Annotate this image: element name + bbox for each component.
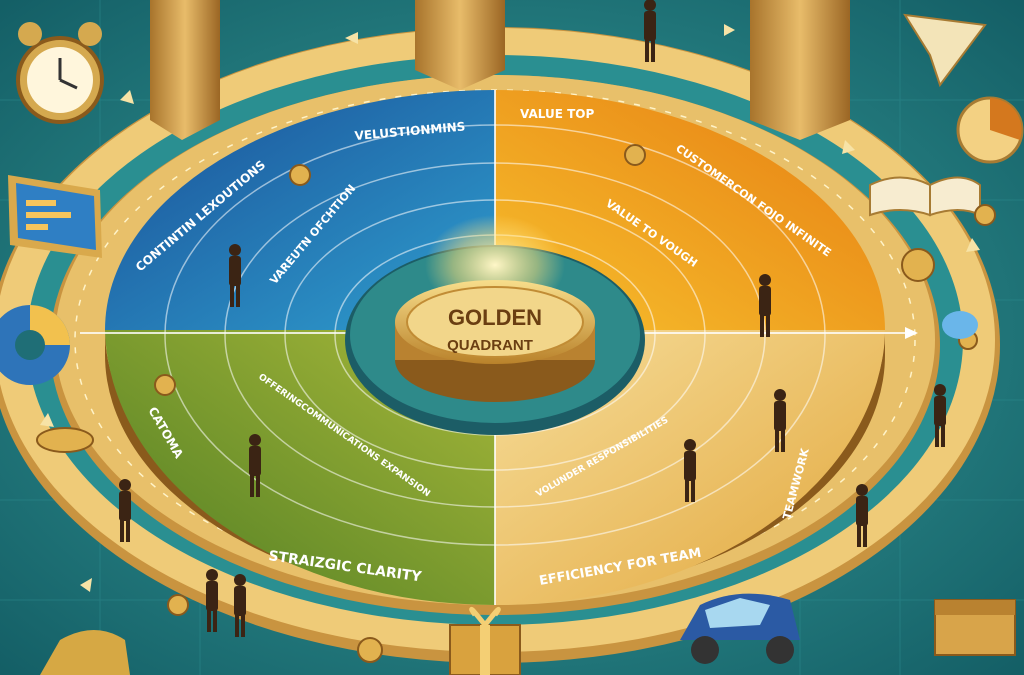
ring-arrows xyxy=(40,24,980,592)
book-icon xyxy=(869,176,981,217)
paper-plane-icon xyxy=(903,13,987,88)
center-title-line1: GOLDEN xyxy=(448,305,542,330)
divider-arrow-right xyxy=(905,327,918,339)
coin-icon xyxy=(36,144,996,663)
center-title-line2: QUADRANT xyxy=(447,337,533,354)
blue-dot xyxy=(942,311,978,339)
monitor-chart-icon xyxy=(8,175,102,258)
person-icon xyxy=(119,0,946,637)
golden-medallion xyxy=(395,280,595,402)
quadrant-top-right-outer: VALUE TOP xyxy=(520,107,594,121)
alarm-clock-icon xyxy=(16,22,104,124)
pie-chart-icon xyxy=(0,305,70,385)
briefcase-chest-icon xyxy=(934,599,1016,656)
gift-box-icon xyxy=(449,606,521,675)
building-icon xyxy=(150,0,850,140)
car-icon xyxy=(40,593,800,675)
pie-chart-icon xyxy=(956,96,1024,164)
